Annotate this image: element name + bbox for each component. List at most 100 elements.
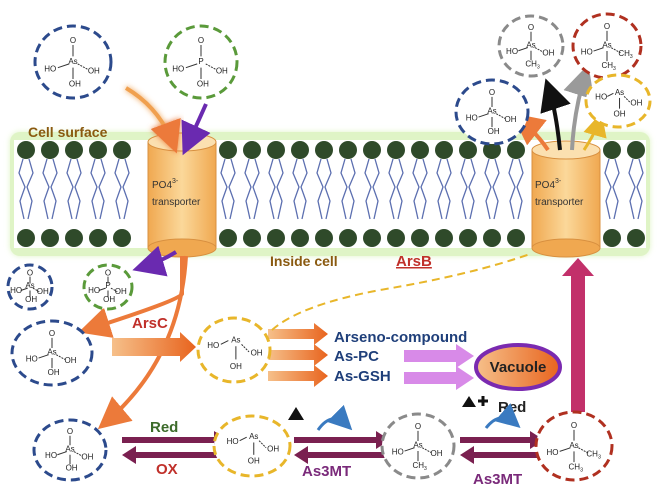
as3mt-label-2: As3MT (473, 471, 522, 488)
lipid-tail (292, 158, 308, 220)
lipid-head (65, 141, 83, 159)
svg-text:OH: OH (216, 66, 228, 75)
lipid-head (507, 229, 525, 247)
svg-text:HO: HO (10, 286, 22, 295)
left-transporter: PO43- transporter (147, 132, 217, 258)
svg-text:OH: OH (230, 362, 242, 371)
svg-text:OH: OH (103, 295, 115, 304)
cell-surface-label: Cell surface (28, 124, 108, 140)
lipid-head (315, 141, 333, 159)
lipid-tail (244, 158, 260, 220)
red-label-left: Red (150, 419, 178, 436)
curved-arrow-icon-2 (484, 403, 521, 429)
lipid-head (113, 141, 131, 159)
lipid-tail (220, 158, 236, 220)
svg-text:HO: HO (466, 113, 478, 122)
lipid-head (219, 229, 237, 247)
lipid-tail (388, 158, 404, 220)
as-gsh-label: As-GSH (334, 368, 391, 385)
svg-text:As: As (231, 335, 240, 344)
as3mt-label-1: As3MT (302, 463, 351, 480)
svg-text:HO: HO (26, 354, 38, 363)
svg-text:O: O (571, 421, 577, 430)
svg-text:OH: OH (630, 99, 642, 108)
lipid-head (65, 229, 83, 247)
lipid-tail (604, 158, 620, 220)
lipid-tails (18, 158, 644, 220)
svg-text:As: As (47, 348, 56, 357)
svg-text:O: O (604, 22, 610, 31)
lipid-head (459, 229, 477, 247)
svg-text:O: O (528, 23, 534, 32)
svg-text:As: As (68, 57, 77, 66)
lipid-head (435, 141, 453, 159)
left-transporter-label2: transporter (152, 197, 201, 208)
arsc-label: ArsC (132, 315, 168, 332)
svg-text:OH: OH (115, 287, 127, 296)
lipid-tail (340, 158, 356, 220)
svg-text:CH3: CH3 (586, 450, 601, 461)
svg-text:HO: HO (44, 64, 56, 73)
lipid-head (387, 229, 405, 247)
svg-text:As: As (615, 88, 624, 97)
lipid-tail (460, 158, 476, 220)
lipid-head (603, 229, 621, 247)
left-transporter-label: PO4 (152, 180, 172, 191)
lipid-head (267, 141, 285, 159)
svg-text:O: O (489, 88, 495, 97)
svg-text:As: As (249, 432, 258, 441)
lipid-head (411, 141, 429, 159)
lipid-head (603, 141, 621, 159)
lipid-head (411, 229, 429, 247)
svg-text:As: As (25, 281, 34, 290)
lipid-tail (66, 158, 82, 220)
lipid-head (507, 141, 525, 159)
svg-text:OH: OH (37, 287, 49, 296)
red-label-right: Red (498, 399, 526, 416)
svg-text:CH3: CH3 (412, 461, 427, 472)
svg-text:O: O (49, 329, 55, 338)
svg-text:CH3: CH3 (601, 61, 616, 72)
ox-label: OX (156, 461, 178, 478)
svg-text:CH3: CH3 (525, 60, 540, 71)
svg-text:OH: OH (505, 115, 517, 124)
svg-text:OH: OH (197, 80, 209, 89)
lipid-head (291, 229, 309, 247)
lipid-head (339, 141, 357, 159)
lipid-head (483, 141, 501, 159)
right-transporter-label2: transporter (535, 197, 584, 208)
lipid-head (267, 229, 285, 247)
lipid-head (363, 229, 381, 247)
svg-text:O: O (67, 427, 73, 436)
lipid-head (315, 229, 333, 247)
svg-text:As: As (569, 441, 578, 450)
svg-text:P: P (105, 281, 110, 290)
svg-text:OH: OH (81, 452, 93, 461)
lipid-head (627, 229, 645, 247)
lipid-head (41, 141, 59, 159)
svg-text:PO43-: PO43- (535, 178, 562, 191)
svg-text:OH: OH (248, 457, 260, 466)
lipid-head (113, 229, 131, 247)
svg-text:OH: OH (251, 349, 263, 358)
svg-text:OH: OH (267, 444, 279, 453)
svg-text:OH: OH (431, 449, 443, 458)
lipid-tail (508, 158, 524, 220)
svg-text:OH: OH (88, 66, 100, 75)
svg-text:HO: HO (506, 47, 518, 56)
lipid-head (387, 141, 405, 159)
svg-text:OH: OH (542, 48, 554, 57)
lipid-tail (364, 158, 380, 220)
